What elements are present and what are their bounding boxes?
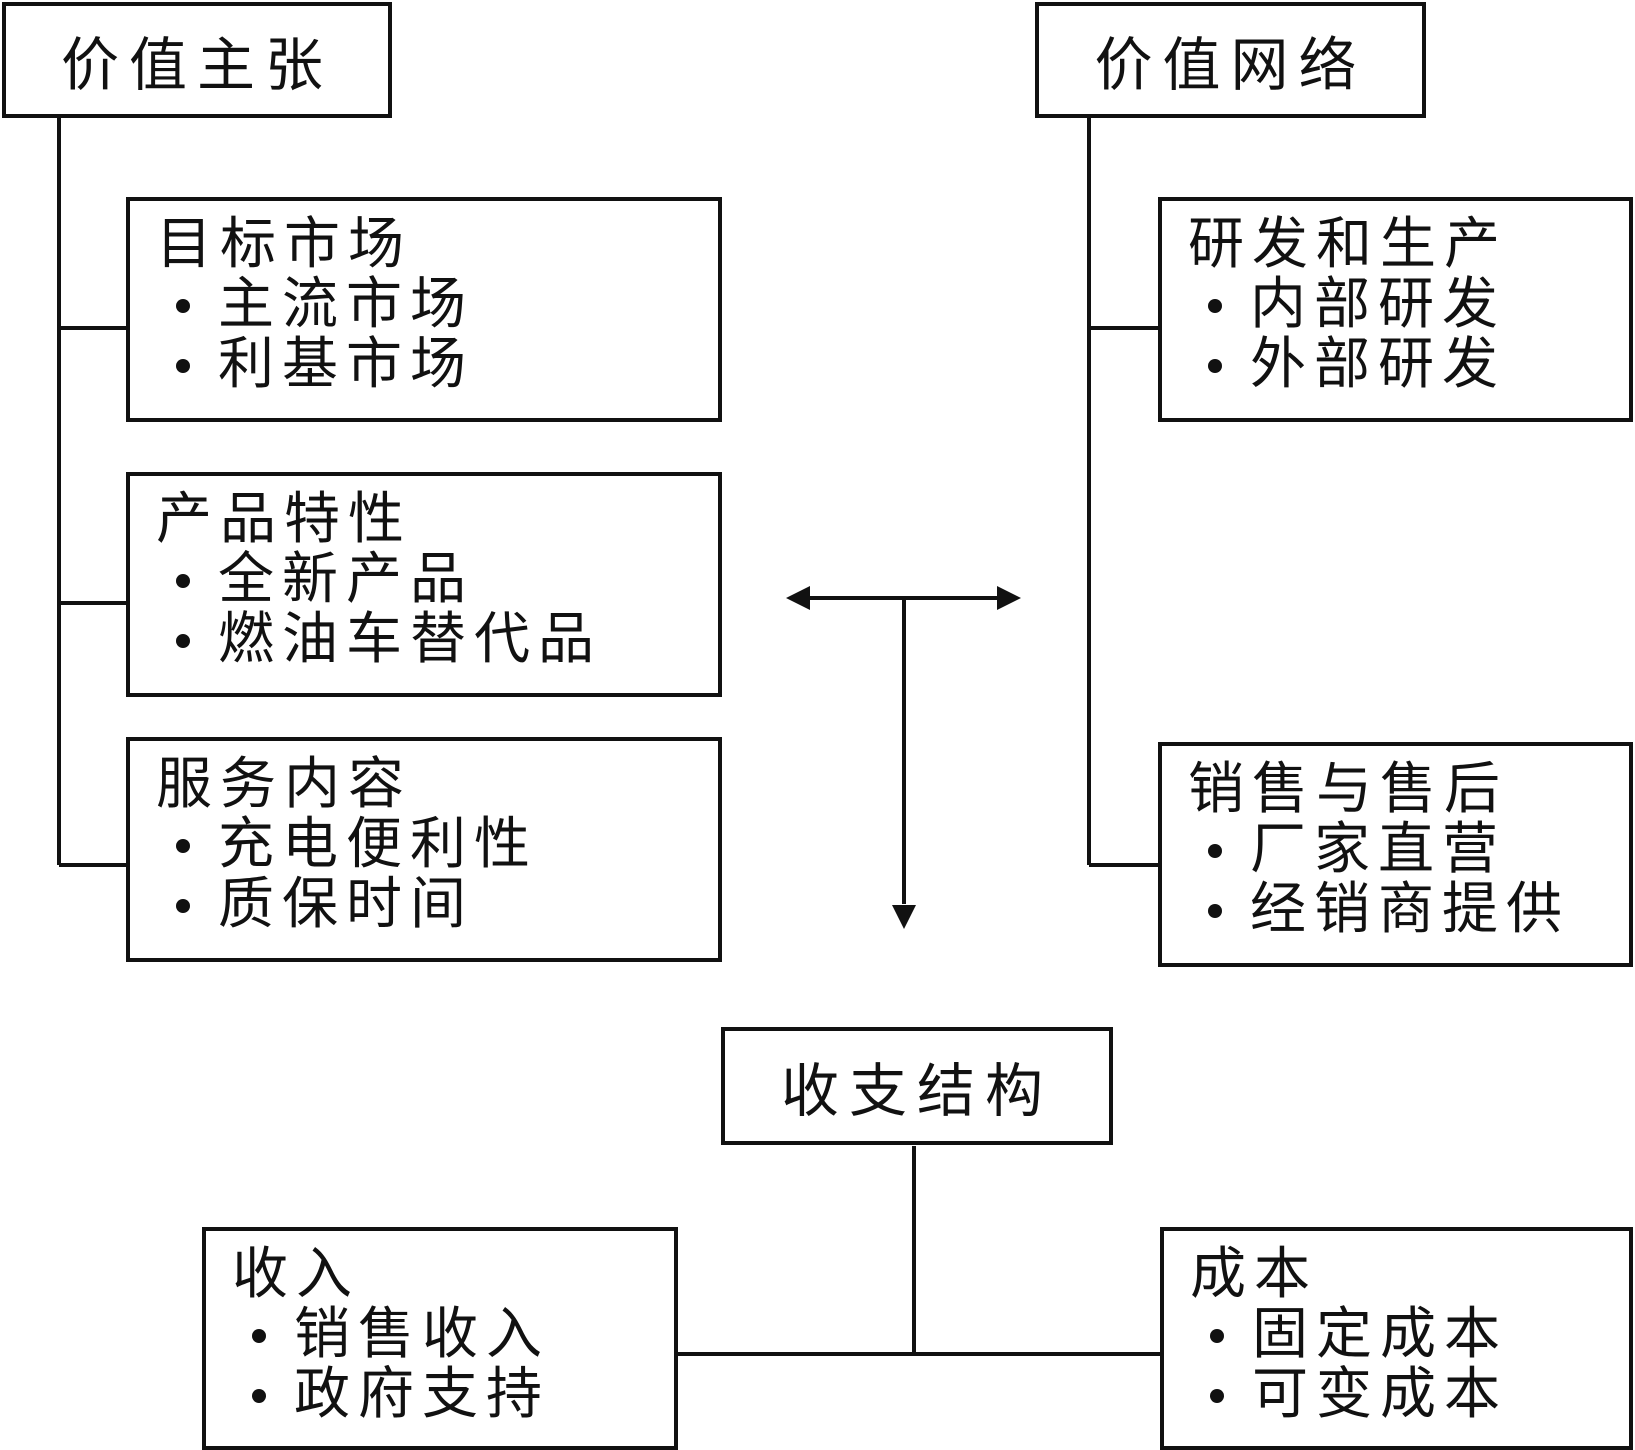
product-features-title: 产品特性 [156,487,412,552]
list-item: 全新产品 [156,550,718,610]
value-network-header: 价值网络 [1035,2,1426,118]
list-item: 充电便利性 [156,815,718,875]
revenue-cost-structure-header: 收支结构 [721,1027,1113,1145]
service-content-list: 充电便利性 质保时间 [156,815,718,935]
target-market-title: 目标市场 [156,212,412,277]
value-network-title: 价值网络 [1094,31,1367,99]
revenue-cost-connectors [676,1146,1162,1356]
list-item: 销售收入 [232,1305,674,1365]
target-market-list: 主流市场 利基市场 [156,275,718,395]
list-item: 固定成本 [1190,1305,1629,1365]
list-item: 利基市场 [156,335,718,395]
rd-production-box: 研发和生产 内部研发 外部研发 [1158,197,1633,422]
sales-aftersales-title: 销售与售后 [1188,757,1508,822]
target-market-box: 目标市场 主流市场 利基市场 [126,197,722,422]
down-arrowhead [892,905,916,929]
product-features-list: 全新产品 燃油车替代品 [156,550,718,670]
revenue-cost-structure-title: 收支结构 [780,1057,1053,1125]
cost-box: 成本 固定成本 可变成本 [1160,1227,1633,1450]
revenue-title: 收入 [232,1242,360,1307]
list-item: 质保时间 [156,875,718,935]
list-item: 经销商提供 [1188,880,1629,940]
sales-aftersales-list: 厂家直营 经销商提供 [1188,820,1629,940]
central-arrows [786,586,1021,929]
value-proposition-header: 价值主张 [2,2,392,118]
right-arrowhead [997,586,1021,610]
revenue-list: 销售收入 政府支持 [232,1305,674,1425]
list-item: 燃油车替代品 [156,610,718,670]
value-network-connectors [1087,115,1160,867]
product-features-box: 产品特性 全新产品 燃油车替代品 [126,472,722,697]
left-arrowhead [786,586,810,610]
rd-production-title: 研发和生产 [1188,212,1508,277]
value-proposition-connectors [57,115,128,867]
list-item: 政府支持 [232,1365,674,1425]
list-item: 主流市场 [156,275,718,335]
service-content-box: 服务内容 充电便利性 质保时间 [126,737,722,962]
service-content-title: 服务内容 [156,752,412,817]
list-item: 可变成本 [1190,1365,1629,1425]
list-item: 内部研发 [1188,275,1629,335]
list-item: 厂家直营 [1188,820,1629,880]
cost-title: 成本 [1190,1242,1318,1307]
rd-production-list: 内部研发 外部研发 [1188,275,1629,395]
list-item: 外部研发 [1188,335,1629,395]
sales-aftersales-box: 销售与售后 厂家直营 经销商提供 [1158,742,1633,967]
cost-list: 固定成本 可变成本 [1190,1305,1629,1425]
revenue-box: 收入 销售收入 政府支持 [202,1227,678,1450]
value-proposition-title: 价值主张 [60,31,333,99]
